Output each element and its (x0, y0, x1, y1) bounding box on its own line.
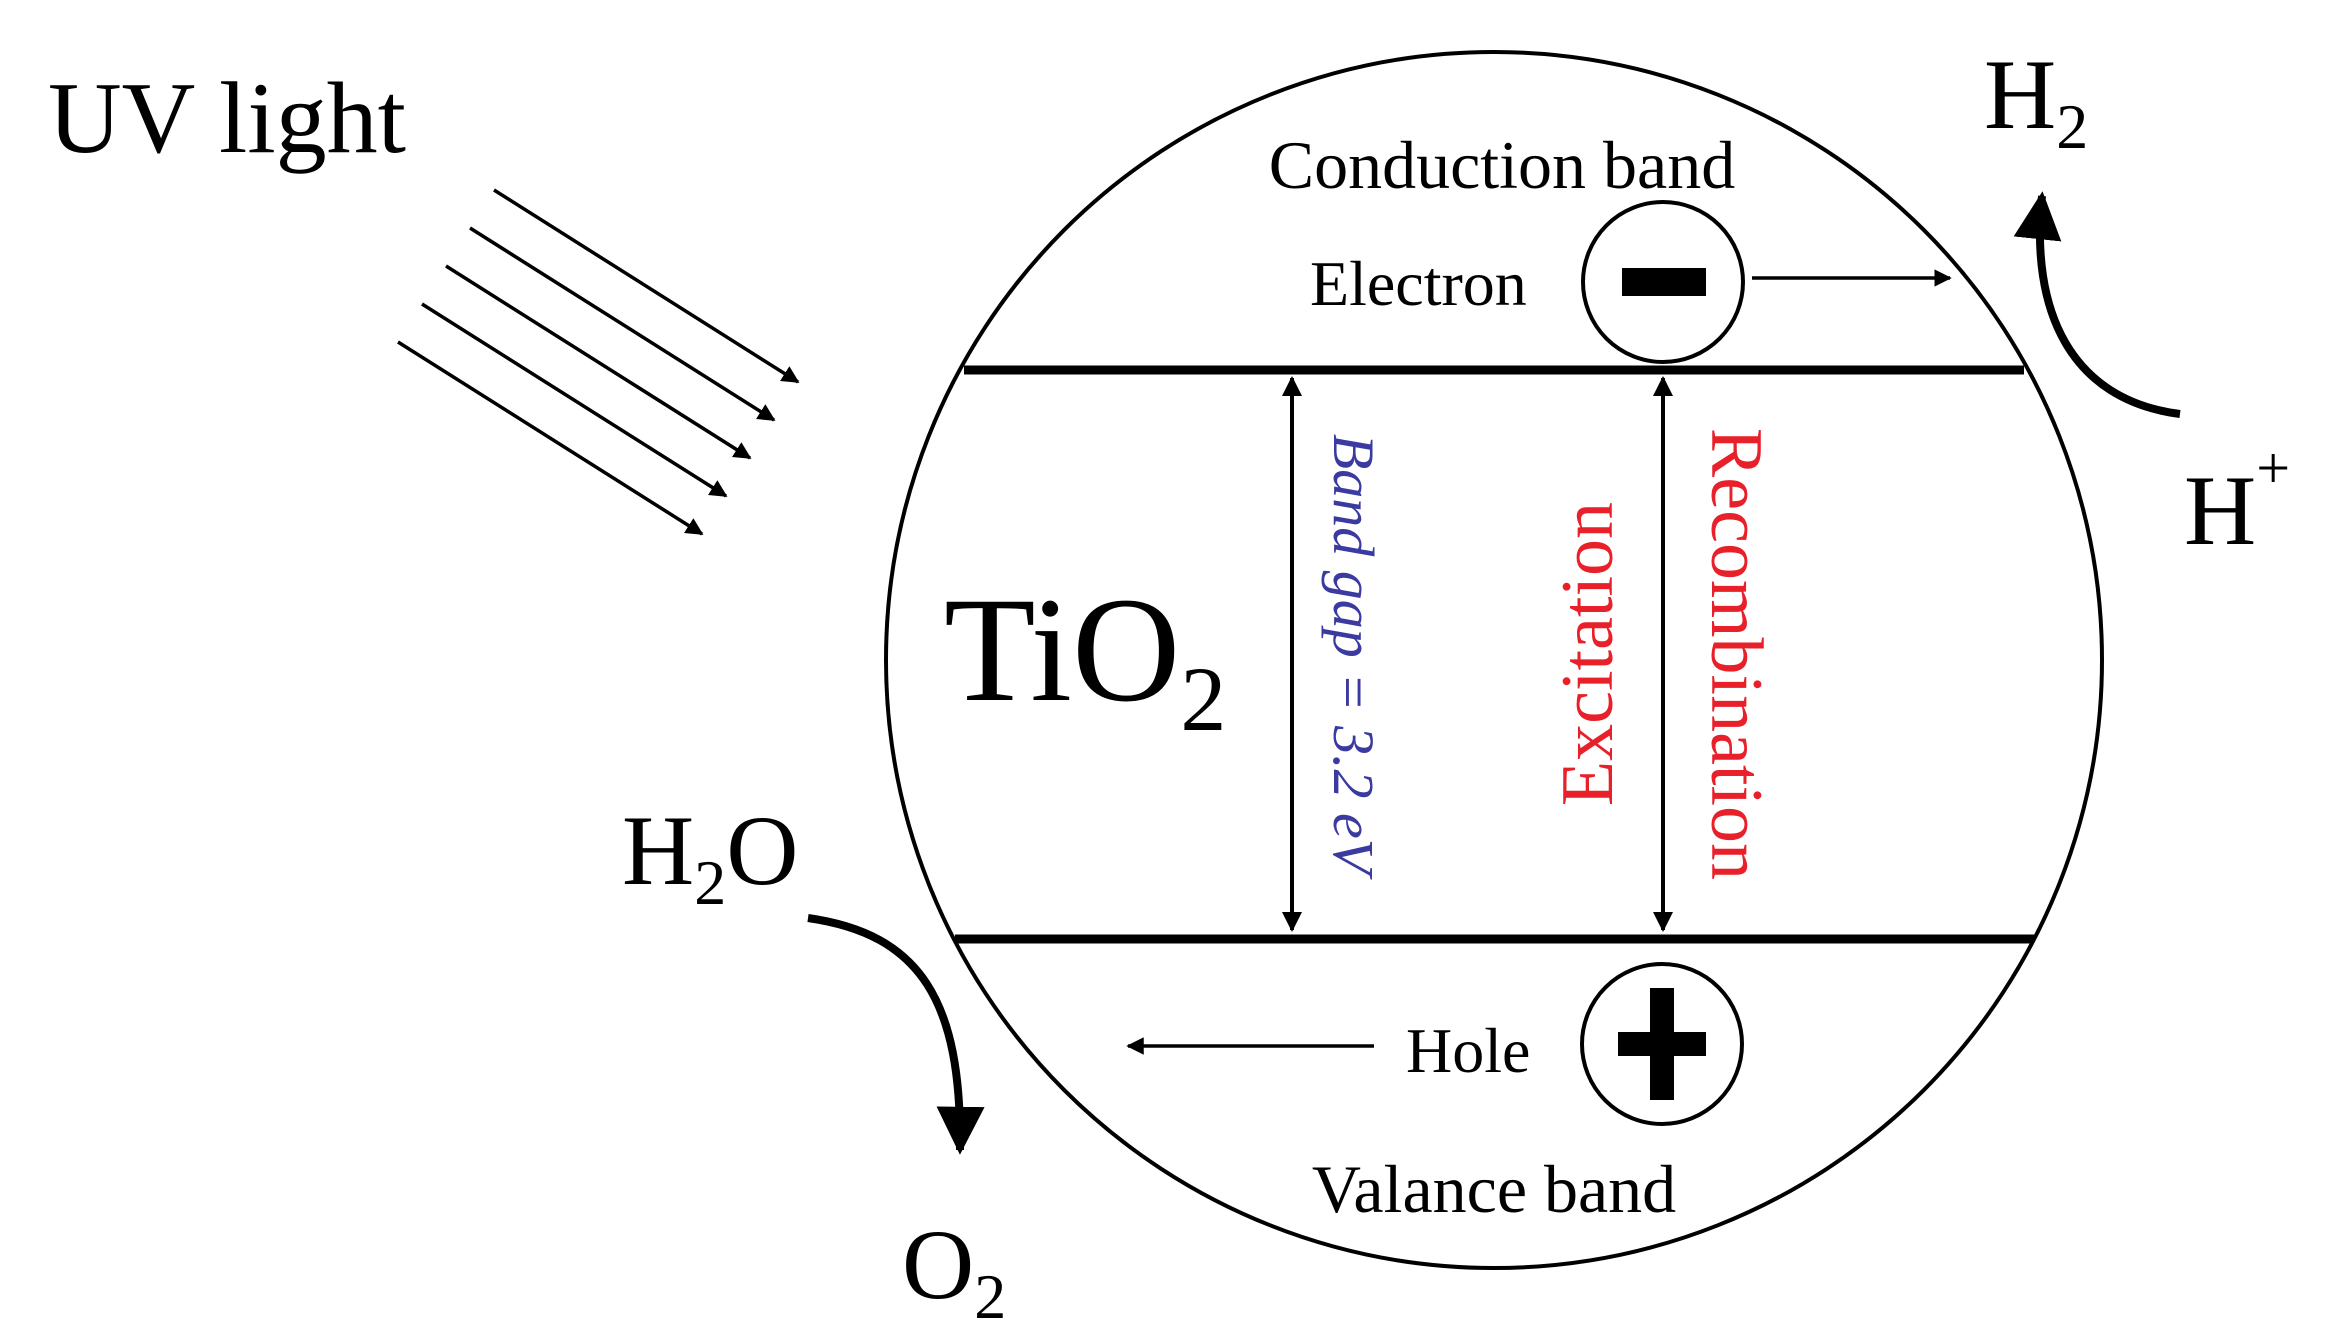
h-plus-label: H+ (2184, 435, 2290, 566)
tio2-label: TiO2 (944, 567, 1226, 750)
tio2-particle-circle (884, 50, 2104, 1270)
uv-ray-4 (421, 302, 728, 498)
h2o-to-o2-arrow (807, 914, 985, 1155)
electron-minus-icon (1581, 200, 1745, 364)
uv-ray-3 (445, 264, 752, 460)
uv-ray-2 (469, 226, 776, 422)
conduction-band-label: Conduction band (1269, 127, 1736, 203)
uv-ray-5 (397, 340, 704, 536)
o2-product-label: O2 (902, 1209, 1006, 1332)
h2o-reactant-label: H2O (622, 795, 798, 918)
hole-plus-icon (1580, 962, 1744, 1126)
excitation-label: Excitation (1547, 502, 1629, 806)
recombination-label: Recombination (1695, 428, 1777, 880)
valence-band-label: Valance band (1312, 1151, 1676, 1227)
hole-label: Hole (1406, 1015, 1530, 1086)
uv-ray-1 (493, 188, 800, 384)
h-plus-to-h2-arrow (2013, 191, 2181, 418)
electron-label: Electron (1310, 248, 1527, 319)
band-gap-label: Band gap = 3.2 eV (1321, 434, 1386, 881)
uv-light-arrows-icon (397, 188, 800, 536)
uv-light-label: UV light (48, 62, 406, 175)
h2-product-label: H2 (1984, 39, 2088, 162)
